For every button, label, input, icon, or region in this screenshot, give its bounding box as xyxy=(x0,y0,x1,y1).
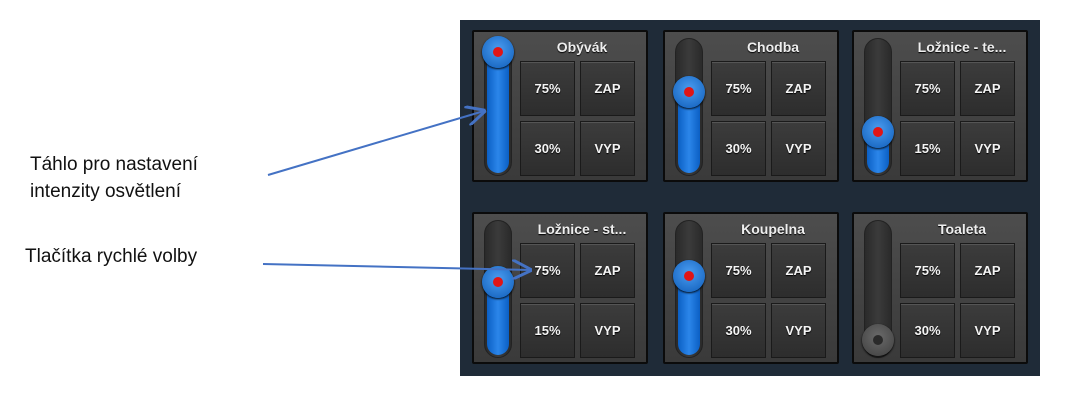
on-button[interactable]: ZAP xyxy=(960,61,1015,116)
preset-low-button[interactable]: 30% xyxy=(520,121,575,176)
room-title: Ložnice - te... xyxy=(917,39,1007,55)
slider-knob[interactable] xyxy=(673,260,705,293)
indicator-dot xyxy=(684,87,694,98)
room-title: Ložnice - st... xyxy=(537,221,627,237)
room-title: Toaleta xyxy=(938,221,986,237)
preset-high-button[interactable]: 75% xyxy=(900,61,955,116)
on-button[interactable]: ZAP xyxy=(960,243,1015,298)
indicator-dot xyxy=(873,335,883,345)
preset-high-button[interactable]: 75% xyxy=(520,61,575,116)
off-button[interactable]: VYP xyxy=(771,121,826,176)
slider-knob[interactable] xyxy=(862,115,894,148)
indicator-dot xyxy=(493,276,503,287)
indicator-dot xyxy=(684,271,694,282)
room-title: Koupelna xyxy=(741,221,805,237)
preset-high-button[interactable]: 75% xyxy=(711,243,766,298)
preset-low-button[interactable]: 30% xyxy=(900,303,955,358)
room-title: Chodba xyxy=(746,39,800,55)
preset-low-button[interactable]: 30% xyxy=(711,121,766,176)
annotation-line: intenzity osvětlení xyxy=(30,181,182,202)
buttons-arrow xyxy=(262,264,530,270)
on-button[interactable]: ZAP xyxy=(580,61,635,116)
preset-low-button[interactable]: 15% xyxy=(900,121,955,176)
preset-low-button[interactable]: 30% xyxy=(711,303,766,358)
on-button[interactable]: ZAP xyxy=(771,61,826,116)
indicator-dot xyxy=(493,47,503,57)
room-title: Obývák xyxy=(556,39,608,55)
off-button[interactable]: VYP xyxy=(771,303,826,358)
slider-knob[interactable] xyxy=(862,324,894,356)
off-button[interactable]: VYP xyxy=(960,303,1015,358)
off-button[interactable]: VYP xyxy=(580,303,635,358)
on-button[interactable]: ZAP xyxy=(580,243,635,298)
slider-arrow xyxy=(267,111,484,176)
slider-knob[interactable] xyxy=(482,265,514,298)
off-button[interactable]: VYP xyxy=(960,121,1015,176)
off-button[interactable]: VYP xyxy=(580,121,635,176)
buttons-annotation: Tlačítka rychlé volby xyxy=(25,246,198,267)
preset-high-button[interactable]: 75% xyxy=(900,243,955,298)
slider-knob[interactable] xyxy=(673,76,705,109)
preset-low-button[interactable]: 15% xyxy=(520,303,575,358)
on-button[interactable]: ZAP xyxy=(771,243,826,298)
slider-knob[interactable] xyxy=(482,36,514,68)
preset-high-button[interactable]: 75% xyxy=(711,61,766,116)
annotation-line: Táhlo pro nastavení xyxy=(30,154,198,175)
slider-annotation: Táhlo pro nastavení intenzity osvětlení xyxy=(30,151,198,205)
slider-fill xyxy=(487,39,509,173)
indicator-dot xyxy=(873,126,883,137)
